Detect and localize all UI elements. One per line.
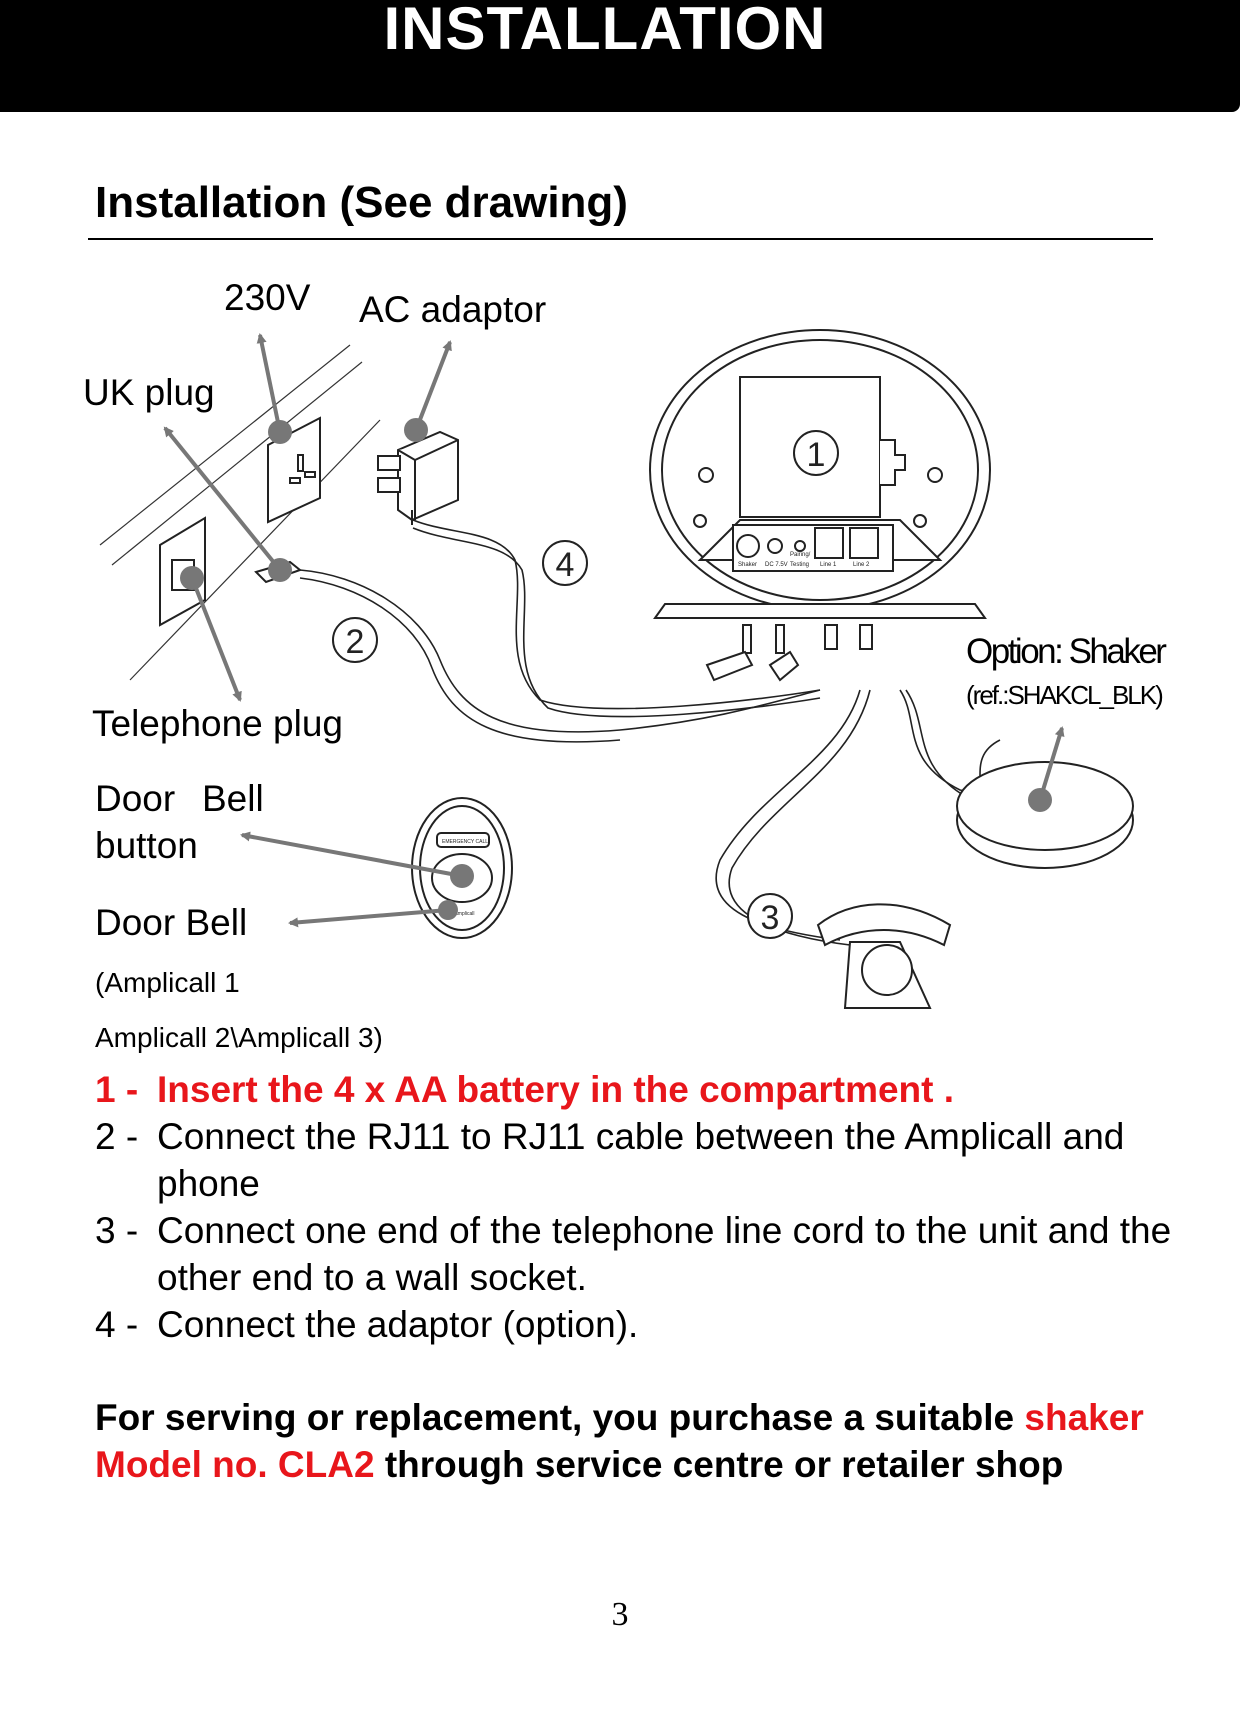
pairing-label: Pairing/ — [790, 552, 811, 558]
testing-label: Testing — [790, 562, 809, 568]
step-text: Connect the RJ11 to RJ11 cable between t… — [157, 1116, 1125, 1204]
page-number: 3 — [611, 1596, 629, 1633]
pointer-arrows — [163, 333, 1065, 928]
ac-adaptor — [377, 430, 459, 525]
label-shaker-ref: (ref.:SHAKCL_BLK) — [966, 680, 1164, 710]
label-ac-adaptor: AC adaptor — [359, 289, 547, 330]
unit-plugs — [705, 624, 873, 682]
note-text-2: through service centre or retailer shop — [374, 1444, 1064, 1485]
header-bar: INSTALLATION — [0, 0, 1240, 112]
brand-label: amplicall — [455, 911, 474, 917]
page-title: INSTALLATION — [383, 0, 827, 62]
section-title: Installation (See drawing) — [95, 178, 628, 227]
label-shaker: Option: Shaker — [966, 632, 1167, 671]
installation-steps: 1 - Insert the 4 x AA battery in the com… — [95, 1066, 1175, 1348]
step-4: 4 - Connect the adaptor (option). — [95, 1301, 1175, 1348]
step-number: 1 - — [95, 1069, 139, 1110]
step-number: 2 - — [95, 1116, 139, 1157]
step-text: Connect the adaptor (option). — [157, 1304, 639, 1345]
step-text: Insert the 4 x AA battery in the compart… — [157, 1069, 955, 1110]
unit-port-labels: Shaker DC 7.5V Pairing/ Testing Line 1 L… — [738, 552, 870, 568]
callout-4: 4 — [556, 546, 575, 584]
pointer-dots — [180, 418, 1052, 920]
note-text-1: For serving or replacement, you purchase… — [95, 1397, 1025, 1438]
label-amplicall-models-1: (Amplicall 1 — [95, 967, 240, 998]
label-230v: 230V — [224, 277, 311, 318]
line1-label: Line 1 — [820, 562, 837, 568]
callout-numbers: 1 2 3 4 — [346, 436, 826, 937]
label-uk-plug: UK plug — [83, 372, 215, 413]
callout-3: 3 — [761, 899, 780, 937]
door-bell-text: EMERGENCY CALL amplicall — [442, 839, 488, 917]
label-telephone-plug: Telephone plug — [92, 703, 343, 744]
step-number: 3 - — [95, 1210, 139, 1251]
replacement-note: For serving or replacement, you purchase… — [95, 1394, 1155, 1488]
label-door-bell-button-2: Bell — [202, 778, 264, 819]
emergency-call-label: EMERGENCY CALL — [442, 839, 488, 845]
section-divider — [88, 238, 1153, 240]
wall-lines — [99, 344, 381, 681]
callout-circles — [332, 430, 839, 939]
callout-2: 2 — [346, 623, 365, 661]
label-door-bell: Door Bell — [95, 902, 248, 943]
step-number: 4 - — [95, 1304, 139, 1345]
step-1: 1 - Insert the 4 x AA battery in the com… — [95, 1066, 1175, 1113]
step-3: 3 - Connect one end of the telephone lin… — [95, 1207, 1175, 1301]
step-2: 2 - Connect the RJ11 to RJ11 cable betwe… — [95, 1113, 1175, 1207]
note-model-highlight: shaker Model no. CLA2 — [95, 1397, 1144, 1485]
shaker-port-label: Shaker — [738, 562, 757, 568]
installation-diagram: Shaker DC 7.5V Pairing/ Testing Line 1 L… — [99, 329, 1134, 1009]
step-text: Connect one end of the telephone line co… — [157, 1210, 1172, 1298]
label-door-bell-button-3: button — [95, 825, 198, 866]
telephone — [816, 903, 952, 1009]
label-door-bell-button-1: Door — [95, 778, 176, 819]
line2-label: Line 2 — [853, 562, 870, 568]
callout-1: 1 — [807, 436, 826, 474]
wall-socket — [267, 416, 321, 524]
label-amplicall-models-2: Amplicall 2\Amplicall 3) — [95, 1022, 383, 1053]
dc-port-label: DC 7.5V — [765, 562, 788, 568]
